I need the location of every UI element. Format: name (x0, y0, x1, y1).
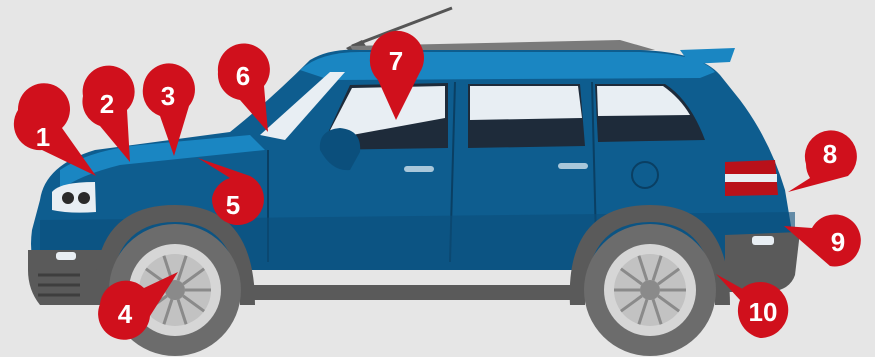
marker-8-label: 8 (823, 139, 837, 169)
roof (300, 52, 715, 80)
headlight-lens-2 (78, 192, 90, 204)
door-handle-front (404, 166, 434, 172)
tail-light-stripe (725, 174, 777, 182)
rear-wheel (584, 224, 716, 356)
marker-6[interactable]: 6 (218, 44, 270, 132)
marker-9-label: 9 (831, 227, 845, 257)
marker-10-label: 10 (749, 297, 778, 327)
marker-8[interactable]: 8 (788, 130, 857, 192)
rear-reflector (752, 236, 774, 245)
fog-light (56, 252, 76, 260)
door-handle-rear (558, 163, 588, 169)
marker-1-label: 1 (36, 122, 50, 152)
marker-3-label: 3 (161, 81, 175, 111)
marker-2[interactable]: 2 (82, 66, 134, 162)
marker-4-label: 4 (118, 299, 133, 329)
marker-7-label: 7 (389, 46, 403, 76)
marker-2-label: 2 (100, 89, 114, 119)
marker-6-label: 6 (236, 61, 250, 91)
headlight-lens-1 (62, 192, 74, 204)
side-skirt (240, 285, 600, 300)
rear-door-window-glare (470, 86, 582, 120)
marker-5-label: 5 (226, 190, 240, 220)
